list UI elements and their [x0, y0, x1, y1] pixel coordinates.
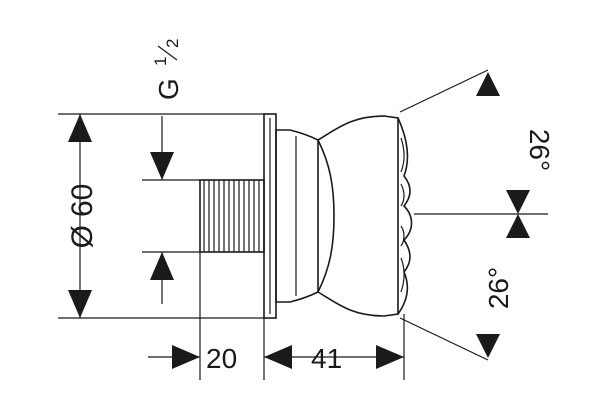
depth-long-label: 41: [311, 343, 342, 374]
shower-head-part: [199, 113, 413, 319]
angle-extension-down: [399, 317, 489, 361]
nozzle-texture: [400, 137, 405, 293]
depth-short-label: 20: [206, 343, 237, 374]
angle-up-arrow-outer: [476, 72, 500, 96]
thread-label-numerator: 1: [151, 57, 170, 66]
thread-label-denominator: 2: [163, 39, 182, 48]
diameter-arrow-bottom: [68, 290, 92, 318]
nozzle-face: [397, 117, 413, 315]
angle-down-label: 26°: [483, 267, 514, 309]
diameter-arrow-top: [68, 114, 92, 142]
swivel-neck: [275, 129, 319, 303]
angle-up-arrow-inner: [506, 190, 530, 214]
angle-dimensions: 26° 26°: [399, 69, 555, 361]
thread-label: G 1 2: [151, 39, 184, 100]
angle-extension-up: [399, 69, 489, 113]
thread-arrow-bottom: [150, 252, 174, 280]
depth-short-arrow: [172, 345, 200, 369]
diameter-dimension: Ø60: [58, 113, 264, 319]
depth-long-arrow-left: [264, 345, 292, 369]
shower-head-body: [316, 115, 399, 317]
diameter-label: Ø60: [66, 184, 99, 249]
angle-up-label: 26°: [524, 129, 555, 171]
depth-long-arrow-right: [376, 345, 404, 369]
depth-dimensions: 20 41: [148, 252, 405, 380]
angle-down-arrow-inner: [506, 214, 530, 238]
thread-label-letter: G: [153, 78, 184, 100]
thread-arrow-top: [150, 152, 174, 180]
thread-dimension: G 1 2: [142, 39, 200, 304]
thread-fraction-slash: [157, 45, 178, 61]
angle-down-arrow-outer: [476, 334, 500, 358]
thread-hatching: [203, 180, 260, 252]
